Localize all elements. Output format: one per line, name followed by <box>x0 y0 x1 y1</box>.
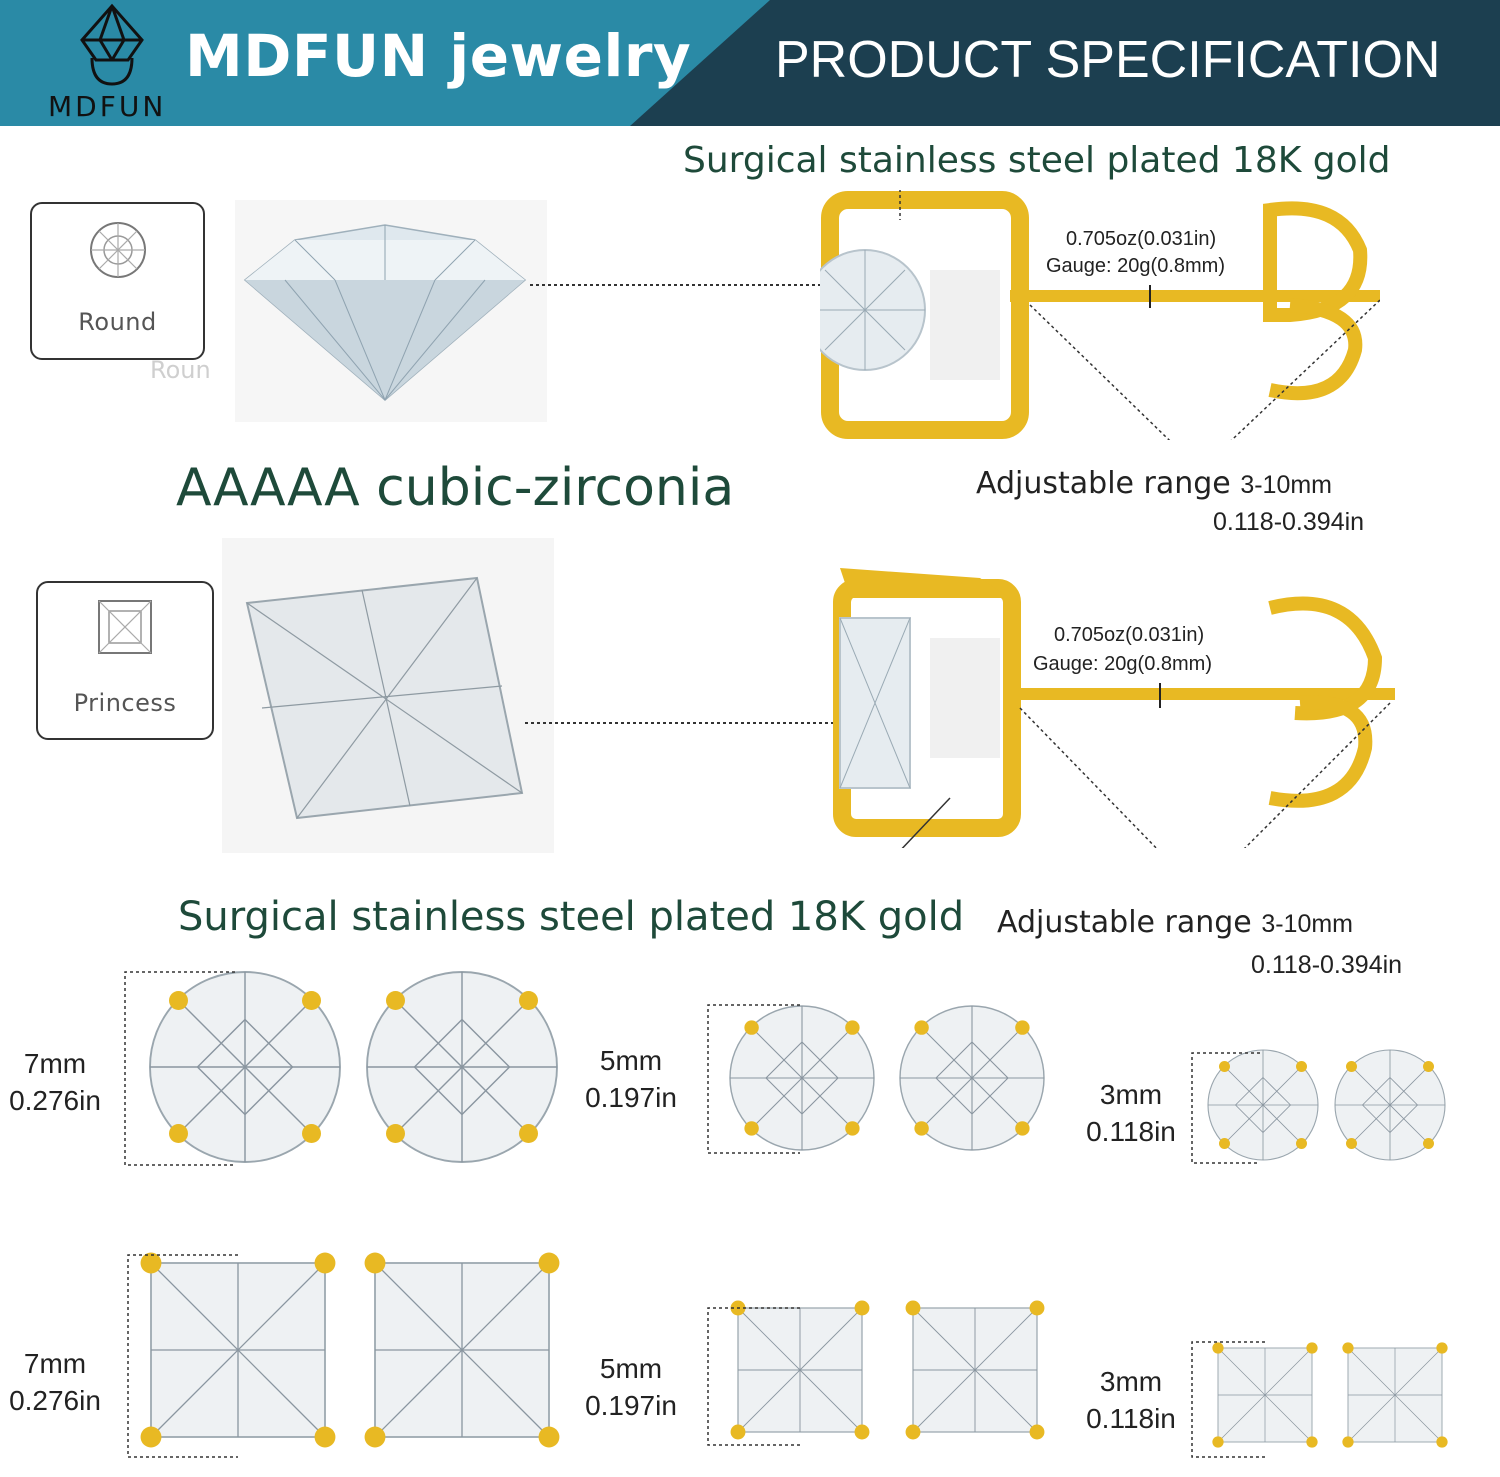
shape-box-round: Round <box>30 202 205 360</box>
brand-name: MDFUN jewelry <box>185 22 692 90</box>
page-title: PRODUCT SPECIFICATION <box>775 31 1441 89</box>
size-mm: 3mm <box>1099 1079 1163 1110</box>
round-gem-image <box>235 200 547 422</box>
princess-gem-image <box>222 538 554 853</box>
princess-gauge: Gauge: 20g(0.8mm) <box>1033 653 1212 675</box>
round-stud-diagram <box>820 190 1380 440</box>
round-size-5mm: 5mm 0.197in <box>578 1042 684 1116</box>
size-in: 0.118in <box>1086 1116 1176 1147</box>
leader-line <box>525 722 840 724</box>
princess-size-5mm: 5mm 0.197in <box>578 1350 684 1424</box>
princess-stud-diagram <box>833 568 1395 848</box>
shape-box-princess: Princess <box>36 581 214 740</box>
round-adjustable-in: 0.118-0.394in <box>1213 508 1365 536</box>
size-in: 0.276in <box>9 1385 101 1416</box>
princess-size-7mm: 7mm 0.276in <box>2 1345 108 1419</box>
diamond-logo-icon <box>80 3 144 86</box>
round-weight: 0.705oz(0.031in) <box>1066 228 1217 250</box>
size-mm: 5mm <box>599 1045 663 1076</box>
princess-adjustable-in: 0.118-0.394in <box>1251 951 1403 979</box>
princess-adjustable-mm: 3-10mm <box>1261 910 1353 938</box>
size-mm: 3mm <box>1099 1366 1163 1397</box>
princess-cut-icon <box>98 600 152 654</box>
round-adjustable-label: Adjustable range <box>976 466 1231 501</box>
size-mm: 7mm <box>23 1348 87 1379</box>
round-size-3mm: 3mm 0.118in <box>1082 1076 1180 1150</box>
round-studs-row <box>110 965 1470 1205</box>
size-in: 0.197in <box>585 1082 677 1113</box>
header-banner <box>0 0 1500 126</box>
princess-adjustable-label: Adjustable range <box>997 905 1252 940</box>
princess-bottom-caption: Surgical stainless steel plated 18K gold <box>178 894 965 940</box>
round-top-caption: Surgical stainless steel plated 18K gold <box>683 140 1391 181</box>
princess-adjustable-range: Adjustable range 3-10mm <box>997 905 1353 940</box>
princess-weight: 0.705oz(0.031in) <box>1054 624 1205 646</box>
material-caption: AAAAA cubic-zirconia <box>176 458 735 518</box>
round-adjustable-mm: 3-10mm <box>1240 471 1332 499</box>
ghost-label: Roun <box>150 356 211 384</box>
leader-line <box>530 284 830 286</box>
size-in: 0.197in <box>585 1390 677 1421</box>
shape-label-princess: Princess <box>73 689 177 717</box>
size-in: 0.276in <box>9 1085 101 1116</box>
round-size-7mm: 7mm 0.276in <box>2 1045 108 1119</box>
round-cut-icon <box>90 222 146 278</box>
size-in: 0.118in <box>1086 1403 1176 1434</box>
princess-size-3mm: 3mm 0.118in <box>1082 1363 1180 1437</box>
round-gauge: Gauge: 20g(0.8mm) <box>1046 255 1225 277</box>
size-mm: 5mm <box>599 1353 663 1384</box>
size-mm: 7mm <box>23 1048 87 1079</box>
shape-label-round: Round <box>78 308 157 336</box>
princess-studs-row <box>110 1245 1470 1470</box>
logo-wordmark: MDFUN <box>48 90 167 123</box>
round-adjustable-range: Adjustable range 3-10mm <box>976 466 1332 501</box>
